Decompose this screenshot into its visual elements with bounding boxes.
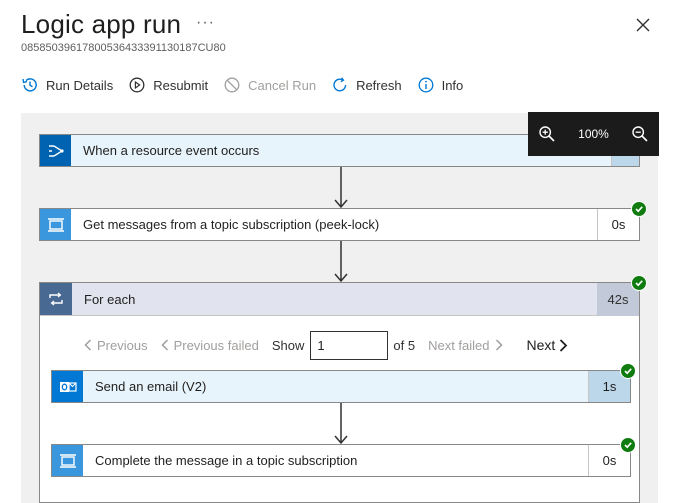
connector-arrow xyxy=(334,167,348,209)
resubmit-label: Resubmit xyxy=(153,77,209,93)
close-button[interactable] xyxy=(632,14,654,36)
previous-label: Previous xyxy=(97,337,148,353)
connector-arrow xyxy=(334,241,348,283)
service-bus-icon xyxy=(52,445,83,476)
complete-message-card[interactable]: Complete the message in a topic subscrip… xyxy=(51,444,631,477)
success-check-icon xyxy=(620,363,636,379)
get-messages-duration: 0s xyxy=(597,209,639,240)
page-title: Logic app run xyxy=(21,9,182,39)
show-label: Show xyxy=(271,337,305,353)
event-grid-icon xyxy=(40,135,71,166)
outlook-icon xyxy=(52,371,83,402)
send-email-label: Send an email (V2) xyxy=(95,379,207,394)
success-check-icon xyxy=(631,201,647,217)
next-failed-button[interactable]: Next failed xyxy=(428,337,503,353)
send-email-card[interactable]: Send an email (V2) 1s xyxy=(51,370,631,403)
close-icon xyxy=(636,18,650,32)
loop-icon xyxy=(40,283,72,315)
chevron-left-icon xyxy=(84,339,92,351)
iteration-input[interactable] xyxy=(310,330,389,360)
next-label: Next xyxy=(526,337,556,353)
iteration-pager: Previous Previous failed Show of 5 Next … xyxy=(84,330,568,360)
blade-header: Logic app run ··· 0858503961780053643339… xyxy=(0,0,679,64)
previous-failed-button[interactable]: Previous failed xyxy=(161,338,259,353)
more-options-button[interactable]: ··· xyxy=(196,14,215,31)
run-details-button[interactable]: Run Details xyxy=(21,76,113,94)
service-bus-icon xyxy=(40,209,71,240)
zoom-control: 100% xyxy=(528,112,659,156)
previous-button[interactable]: Previous xyxy=(84,338,148,353)
success-check-icon xyxy=(631,275,647,291)
get-messages-card[interactable]: Get messages from a topic subscription (… xyxy=(39,208,640,241)
for-each-label: For each xyxy=(84,291,136,307)
history-icon xyxy=(22,78,37,92)
complete-message-duration: 0s xyxy=(588,445,630,476)
info-label: Info xyxy=(441,77,464,93)
cancel-run-label: Cancel Run xyxy=(248,77,317,93)
zoom-in-icon[interactable] xyxy=(538,125,556,143)
connector-arrow xyxy=(334,403,348,445)
iteration-total: of 5 xyxy=(393,337,416,353)
zoom-level: 100% xyxy=(578,127,609,141)
info-button[interactable]: Info xyxy=(417,76,464,94)
previous-failed-label: Previous failed xyxy=(173,337,259,353)
refresh-button[interactable]: Refresh xyxy=(331,76,402,94)
refresh-icon xyxy=(333,77,347,92)
refresh-label: Refresh xyxy=(356,77,402,93)
chevron-left-icon xyxy=(161,339,168,351)
cancel-icon xyxy=(224,77,240,93)
chevron-right-icon xyxy=(560,338,568,352)
for-each-duration: 42s xyxy=(597,282,639,316)
cancel-run-button[interactable]: Cancel Run xyxy=(223,76,316,94)
get-messages-label: Get messages from a topic subscription (… xyxy=(83,217,380,232)
chevron-right-icon xyxy=(495,339,503,351)
info-icon xyxy=(418,77,434,93)
success-check-icon xyxy=(620,437,636,453)
next-button[interactable]: Next xyxy=(527,337,569,353)
run-details-label: Run Details xyxy=(46,77,114,93)
for-each-header[interactable]: For each 42s xyxy=(40,282,639,316)
zoom-out-icon[interactable] xyxy=(631,125,649,143)
resubmit-icon xyxy=(129,77,145,93)
resubmit-button[interactable]: Resubmit xyxy=(128,76,208,94)
run-id: 08585039617800536433391130187CU80 xyxy=(21,42,226,54)
trigger-card[interactable]: When a resource event occurs 0s xyxy=(39,134,640,167)
complete-message-label: Complete the message in a topic subscrip… xyxy=(95,453,358,468)
trigger-label: When a resource event occurs xyxy=(83,143,260,158)
next-failed-label: Next failed xyxy=(428,337,490,353)
command-bar: Run Details Resubmit Cancel Run Refresh … xyxy=(21,72,478,98)
